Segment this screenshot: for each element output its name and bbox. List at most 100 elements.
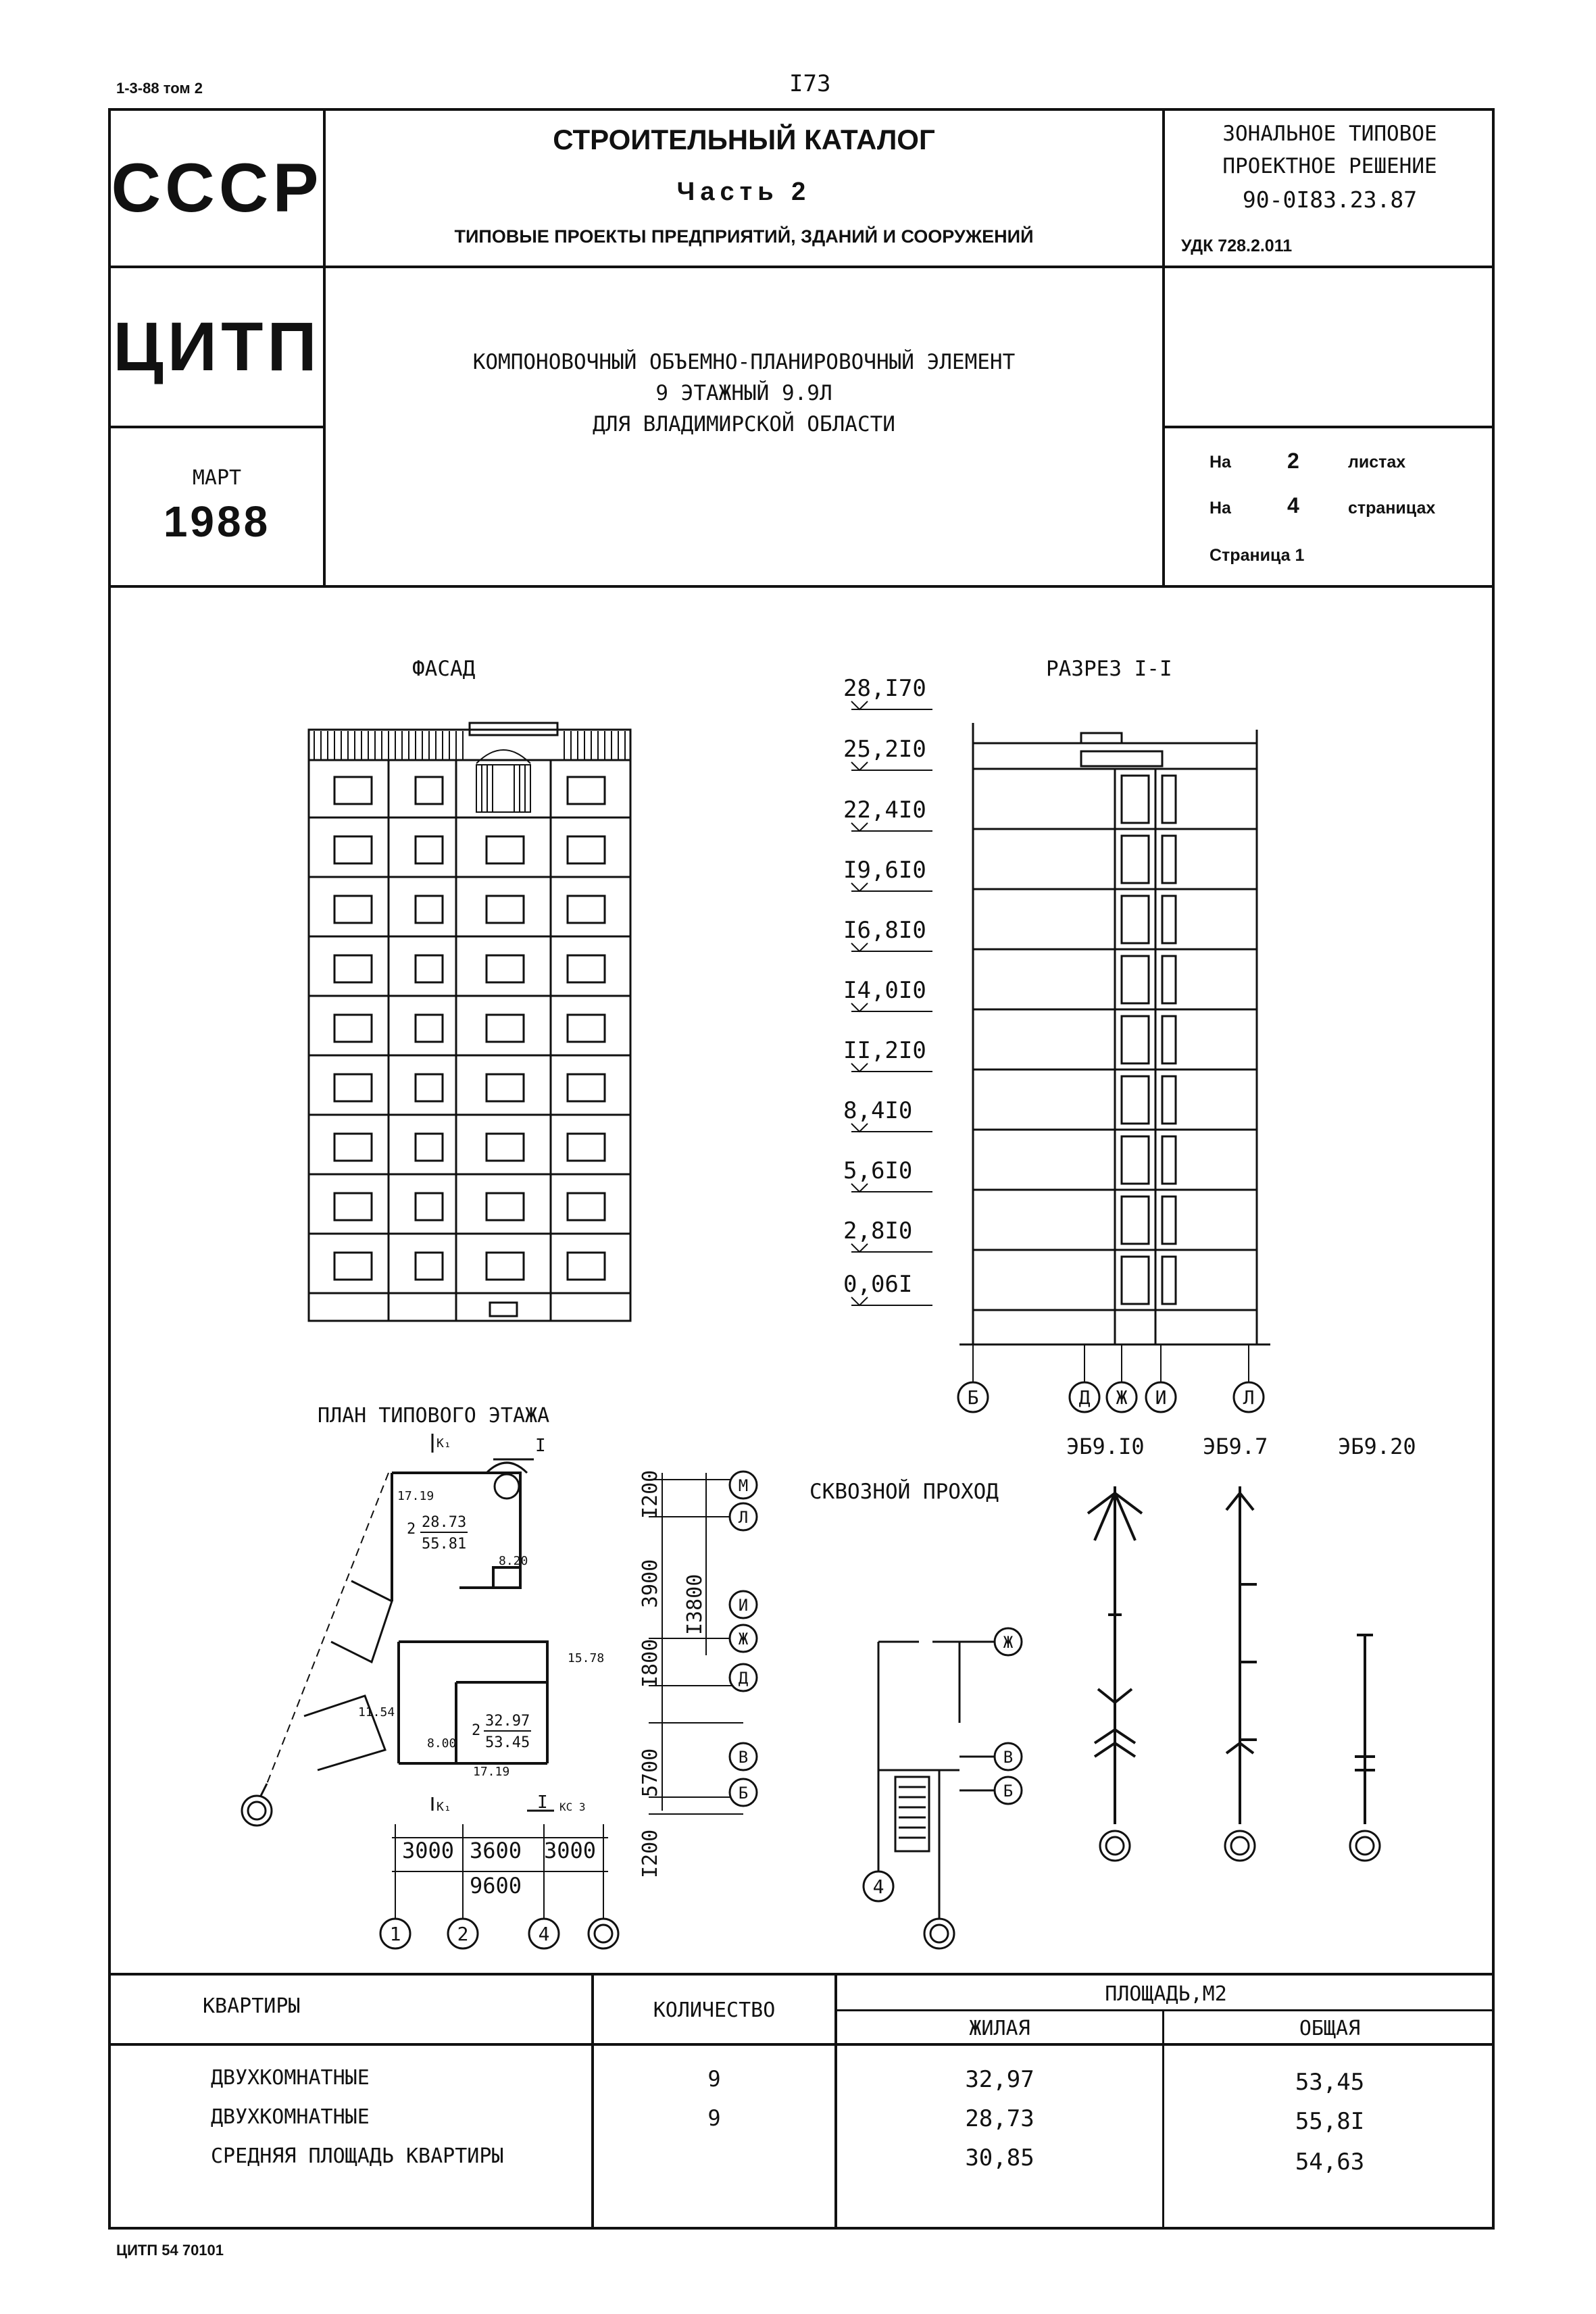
plan-axis-marker-bottom — [379, 1917, 620, 1950]
apt-b-total: 53.45 — [485, 1734, 530, 1751]
doc-reference: 1-3-88 том 2 — [116, 80, 203, 97]
plan-title: ПЛАН ТИПОВОГО ЭТАЖА — [318, 1404, 550, 1428]
plan-k1-label: К₁ — [437, 1800, 451, 1814]
table-col-divider-3 — [1162, 2009, 1164, 2230]
plan-wing — [303, 1461, 528, 1771]
plan-dim-total: 9600 — [470, 1873, 522, 1898]
plan-cut-markers — [431, 1434, 554, 1812]
plan-axis-marker-left — [241, 1783, 273, 1827]
level-label: 0,06I — [843, 1271, 912, 1298]
panel-eb9-7 — [1225, 1486, 1257, 1824]
country-label: СССР — [111, 149, 323, 226]
pages-count: 4 — [1287, 493, 1299, 518]
apt-a-total: 55.81 — [422, 1536, 466, 1553]
level-label: 5,6I0 — [843, 1157, 912, 1184]
section-axis-label: Ж — [1116, 1386, 1128, 1409]
level-label: II,2I0 — [843, 1037, 926, 1064]
level-label: I6,8I0 — [843, 917, 926, 944]
sheets-prefix: На — [1210, 453, 1231, 472]
plan-axis-label: Б — [739, 1784, 748, 1803]
passage-drawing: Ж В Б 4 — [862, 1627, 1023, 1950]
element-title-line-1: КОМПОНОВОЧНЫЙ ОБЪЕМНО-ПЛАНИРОВОЧНЫЙ ЭЛЕМ… — [472, 350, 1016, 374]
header-row-line-2-left — [108, 426, 324, 428]
month-label: МАРТ — [192, 466, 242, 490]
table-col-divider-2 — [834, 1973, 837, 2230]
facade-title: ФАСАД — [412, 657, 476, 681]
apt-b-count: 2 — [472, 1722, 480, 1739]
plan-side-dim: 3900 — [639, 1559, 662, 1608]
udk-code: УДК 728.2.011 — [1181, 236, 1293, 255]
plan-axis-label: М — [739, 1476, 748, 1495]
row-total-area: 53,45 — [1295, 2069, 1365, 2096]
plan-axis-label: Д — [739, 1669, 749, 1688]
plan-boundary-dashed — [266, 1472, 389, 1784]
section-structure — [959, 723, 1270, 1346]
plan-side-dimension-lines — [649, 1473, 743, 1815]
section-axis-label: И — [1155, 1386, 1167, 1409]
level-label: 28,I70 — [843, 675, 926, 702]
row-name: ДВУХКОМНАТНЫЕ — [211, 2066, 370, 2090]
section-title: РАЗРЕЗ I-I — [1046, 657, 1172, 681]
sheets-count: 2 — [1287, 449, 1299, 473]
table-area-subheader-line — [834, 2009, 1495, 2011]
apt-b-area-label: 17.19 — [473, 1765, 509, 1779]
table-header-area: ПЛОЩАДЬ,М2 — [1105, 1982, 1227, 2006]
plan-axis-label: Л — [739, 1508, 748, 1527]
level-label: 8,4I0 — [843, 1097, 912, 1124]
section-axis-lines — [972, 1344, 1249, 1382]
level-mark — [851, 701, 932, 1307]
apt-a-living: 28.73 — [422, 1514, 466, 1531]
panel-eb9-20 — [1355, 1634, 1375, 1824]
plan-axis-marker-right — [728, 1470, 758, 1807]
section-axis-marker — [957, 1381, 1265, 1413]
facade-stair-ornament — [476, 749, 531, 813]
solution-line-2: ПРОЕКТНОЕ РЕШЕНИЕ — [1222, 154, 1437, 178]
level-label: 2,8I0 — [843, 1217, 912, 1244]
section-levels: 28,I70 25,2I0 22,4I0 I9,6I0 I6,8I0 I4,0I… — [843, 675, 932, 1307]
table-header-bottom — [108, 2043, 1495, 2046]
passage-walls — [877, 1640, 1007, 1919]
element-title-line-2: 9 ЭТАЖНЫЙ 9.9Л — [655, 381, 832, 405]
catalog-subtitle: ТИПОВЫЕ ПРОЕКТЫ ПРЕДПРИЯТИЙ, ЗДАНИЙ И СО… — [454, 226, 1034, 247]
level-label: I9,6I0 — [843, 857, 926, 884]
header-bottom-line — [108, 585, 1495, 588]
table-col-divider-1 — [591, 1973, 594, 2230]
facade-windows — [333, 776, 606, 1317]
plan-cut-label: I — [535, 1436, 546, 1456]
apt-a-area-label: 17.19 — [397, 1489, 434, 1503]
apt-b-area-label: 11.54 — [358, 1705, 395, 1719]
plan-side-dim: 5700 — [639, 1749, 662, 1797]
plan-axis-label: В — [739, 1748, 748, 1767]
solution-line-1: ЗОНАЛЬНОЕ ТИПОВОЕ — [1222, 122, 1437, 146]
plan-axis-label: 1 — [390, 1923, 401, 1945]
row-living-area: 32,97 — [965, 2066, 1034, 2093]
pages-suffix: страницах — [1348, 499, 1436, 518]
level-label: 22,4I0 — [843, 797, 926, 824]
row-name: ДВУХКОМНАТНЫЕ — [211, 2105, 370, 2129]
row-quantity: 9 — [707, 2105, 721, 2131]
plan-axis-label: И — [739, 1596, 748, 1615]
solution-code: 90-0I83.23.87 — [1242, 186, 1418, 213]
table-header-quantity: КОЛИЧЕСТВО — [653, 1998, 776, 2022]
apt-a-count: 2 — [407, 1521, 416, 1538]
element-title-line-3: ДЛЯ ВЛАДИМИРСКОЙ ОБЛАСТИ — [593, 412, 895, 436]
header-row-line-1 — [108, 266, 1495, 268]
row-quantity: 9 — [707, 2066, 721, 2092]
row-total-area: 54,63 — [1295, 2148, 1365, 2175]
section-axis-label: Б — [968, 1386, 979, 1409]
plan-side-dim: I200 — [639, 1470, 662, 1519]
facade-drawing — [307, 722, 632, 1322]
plan-cut-label: I — [537, 1792, 548, 1813]
passage-axis-label: Ж — [1003, 1633, 1014, 1652]
apt-a-area-label: 8.20 — [499, 1554, 528, 1568]
apt-b-living: 32.97 — [485, 1713, 530, 1730]
facade-roof-hatch — [314, 731, 626, 760]
apt-b-area-label: 15.78 — [568, 1651, 604, 1665]
year-label: 1988 — [163, 497, 271, 546]
panel-label: ЭБ9.I0 — [1066, 1434, 1145, 1459]
footer-code: ЦИТП 54 70101 — [116, 2242, 224, 2259]
panel-label: ЭБ9.20 — [1338, 1434, 1416, 1459]
row-living-area: 28,73 — [965, 2105, 1034, 2132]
section-axis-label: Д — [1079, 1386, 1091, 1409]
plan-side-dim: I800 — [639, 1639, 662, 1688]
